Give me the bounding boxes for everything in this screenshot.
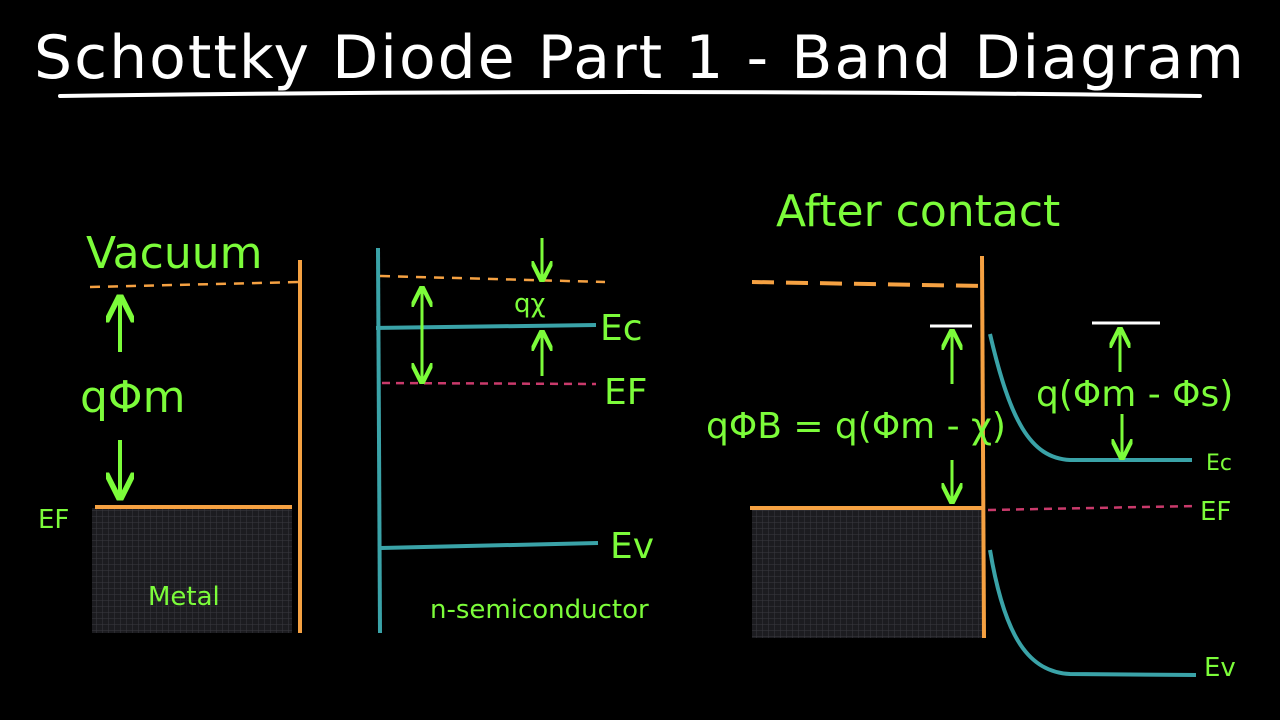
semiconductor-region-label: n-semiconductor bbox=[430, 595, 649, 625]
slide-title: Schottky Diode Part 1 - Band Diagram bbox=[34, 23, 1246, 93]
contact-conduction-band-bending bbox=[988, 333, 1192, 462]
electron-affinity-label: qχ bbox=[514, 289, 546, 319]
metal-vacuum-level bbox=[89, 280, 301, 289]
built-in-potential-label: q(Φm - Φs) bbox=[1036, 374, 1233, 415]
after-contact-heading: After contact bbox=[776, 186, 1060, 237]
metal-work-function-label: qΦm bbox=[80, 372, 185, 423]
contact-vacuum-level bbox=[751, 280, 983, 288]
semiconductor-fermi-label: EF bbox=[604, 372, 647, 413]
junction-interface-line bbox=[980, 255, 986, 639]
contact-fermi-label: EF bbox=[1200, 497, 1231, 527]
semiconductor-valence-band bbox=[379, 541, 599, 550]
contact-valence-label: Ev bbox=[1204, 653, 1236, 683]
semiconductor-fermi-level bbox=[381, 381, 597, 386]
title-underline bbox=[58, 90, 1202, 98]
contact-conduction-label: Ec bbox=[1206, 451, 1232, 476]
semiconductor-vacuum-level bbox=[379, 274, 606, 284]
semiconductor-surface-line bbox=[376, 247, 382, 634]
semiconductor-conduction-band bbox=[375, 323, 597, 330]
metal-fermi-label: EF bbox=[38, 505, 69, 535]
contact-metal-filled-states bbox=[752, 510, 982, 638]
barrier-height-label: qΦB = q(Φm - χ) bbox=[706, 406, 1006, 447]
semiconductor-valence-label: Ev bbox=[610, 526, 654, 567]
metal-filled-states bbox=[92, 508, 292, 633]
metal-region-label: Metal bbox=[148, 582, 220, 612]
semiconductor-conduction-label: Ec bbox=[600, 308, 643, 349]
contact-semiconductor-fermi-level bbox=[987, 504, 1197, 512]
vacuum-label: Vacuum bbox=[86, 228, 262, 279]
contact-valence-band-bending bbox=[988, 549, 1197, 677]
